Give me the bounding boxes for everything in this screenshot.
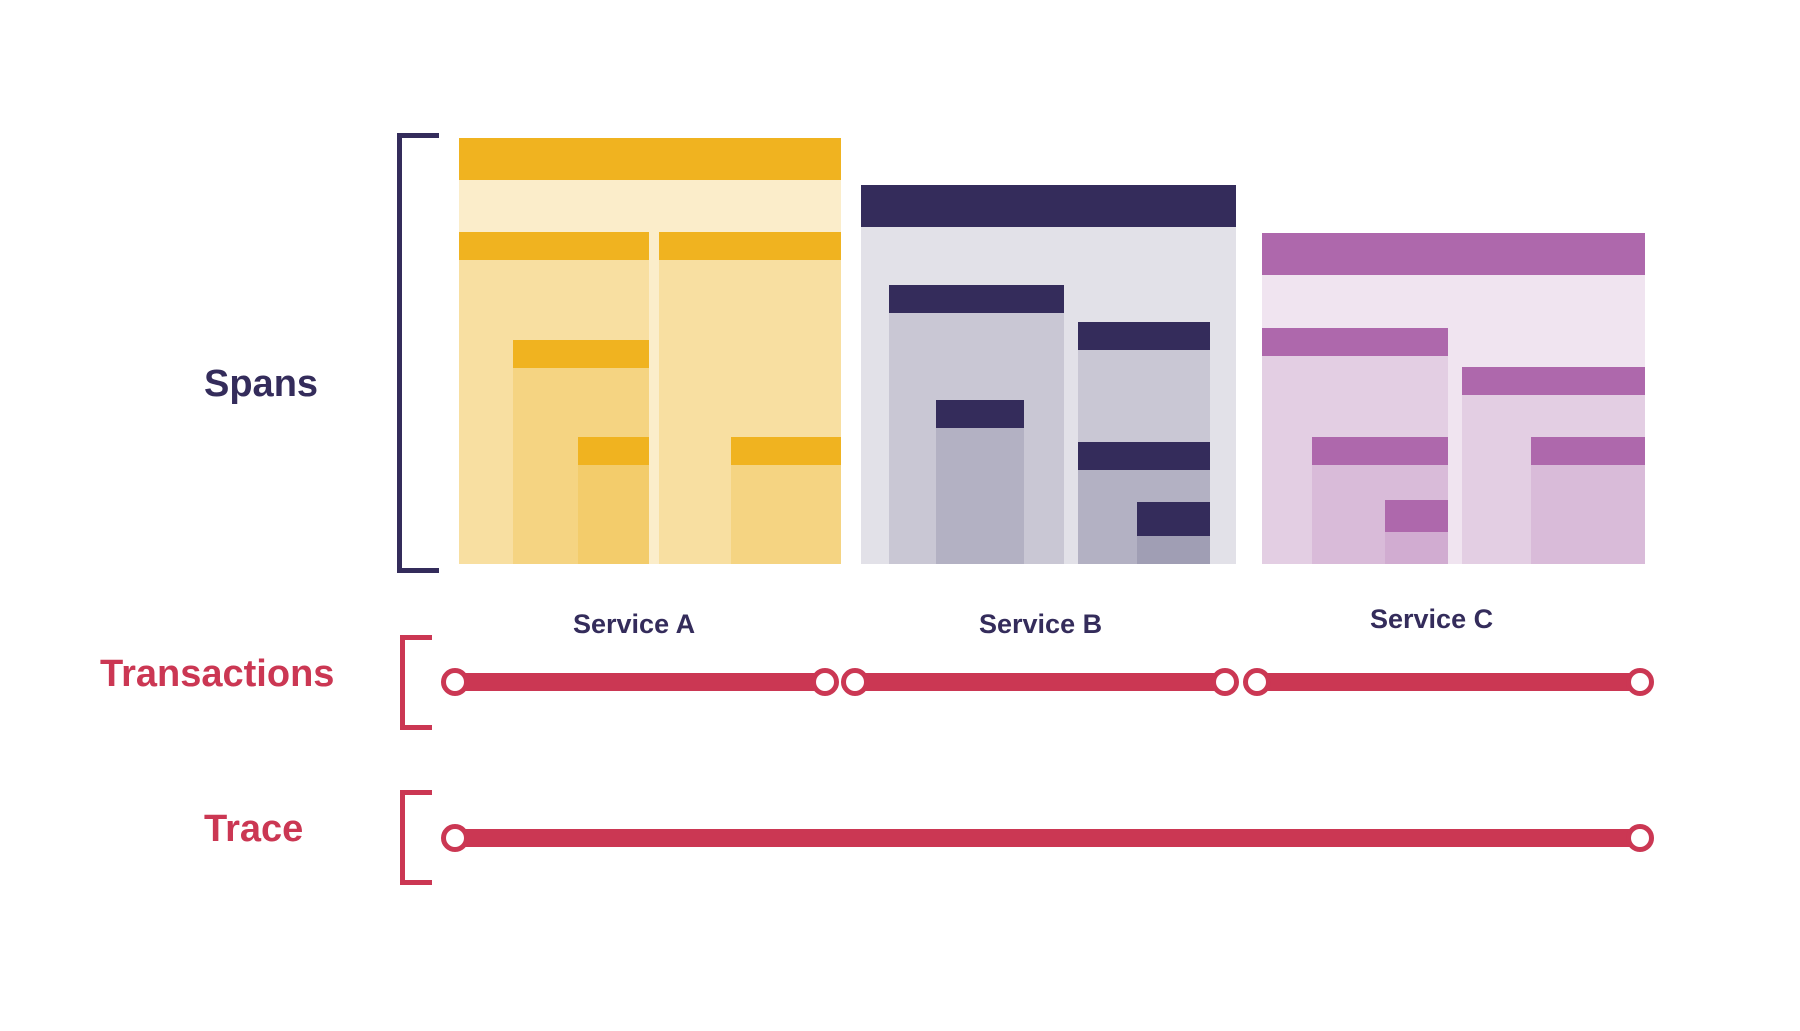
span-bar[interactable]: [659, 232, 841, 564]
span-bar[interactable]: [459, 232, 649, 564]
row-label-spans: Spans: [204, 363, 319, 405]
span-body: [861, 185, 1236, 564]
service-group-service-b: Service B: [861, 185, 1236, 638]
service-caption-service-b: Service B: [979, 609, 1103, 639]
span-header: [1462, 367, 1645, 395]
span-header: [1137, 502, 1210, 536]
span-header: [578, 437, 649, 465]
span-header: [659, 232, 841, 260]
span-body: [659, 232, 841, 564]
span-header: [1078, 322, 1210, 350]
span-body: [1262, 233, 1645, 564]
span-header: [731, 437, 841, 465]
service-group-service-c: Service C: [1262, 233, 1645, 633]
span-header: [459, 138, 841, 180]
span-bar[interactable]: [1385, 500, 1448, 564]
transaction-node[interactable]: [1243, 668, 1271, 696]
span-header: [1312, 437, 1448, 465]
span-header: [889, 285, 1064, 313]
span-body: [1462, 367, 1645, 564]
trace-node[interactable]: [1626, 824, 1654, 852]
span-header: [1385, 500, 1448, 532]
transaction-segment[interactable]: [860, 673, 1230, 691]
transaction-segment[interactable]: [1262, 673, 1645, 691]
bracket-transactions: [400, 635, 432, 730]
transaction-node[interactable]: [811, 668, 839, 696]
transaction-node[interactable]: [841, 668, 869, 696]
transactions-timeline: [0, 668, 1800, 728]
trace-node[interactable]: [441, 824, 469, 852]
span-header: [459, 232, 649, 260]
span-bar[interactable]: [1137, 502, 1210, 564]
span-bar[interactable]: [1462, 367, 1645, 564]
span-bar[interactable]: [861, 185, 1236, 564]
service-group-service-a: Service A: [459, 138, 841, 638]
transaction-segment[interactable]: [460, 673, 830, 691]
transaction-node[interactable]: [1211, 668, 1239, 696]
spans-area: Service A Service B Service C: [459, 138, 1645, 638]
bracket-spans: [397, 133, 439, 573]
span-header: [513, 340, 649, 368]
span-header: [1262, 233, 1645, 275]
row-label-trace: Trace: [204, 808, 304, 850]
service-caption-service-a: Service A: [573, 609, 696, 639]
span-bar[interactable]: [1262, 233, 1645, 564]
span-header: [1078, 442, 1210, 470]
row-label-transactions: Transactions: [100, 653, 335, 695]
span-body: [459, 232, 649, 564]
span-bar[interactable]: [1312, 437, 1448, 564]
span-header: [936, 400, 1024, 428]
span-bar[interactable]: [936, 400, 1024, 564]
bracket-trace: [400, 790, 432, 885]
trace-timeline: [0, 824, 1800, 884]
span-header: [861, 185, 1236, 227]
span-bar[interactable]: [731, 437, 841, 564]
span-header: [1262, 328, 1448, 356]
span-bar[interactable]: [1531, 437, 1645, 564]
transaction-node[interactable]: [1626, 668, 1654, 696]
transaction-node[interactable]: [441, 668, 469, 696]
span-header: [1531, 437, 1645, 465]
span-bar[interactable]: [578, 437, 649, 564]
service-caption-service-c: Service C: [1370, 604, 1494, 634]
trace-segment[interactable]: [460, 829, 1645, 847]
